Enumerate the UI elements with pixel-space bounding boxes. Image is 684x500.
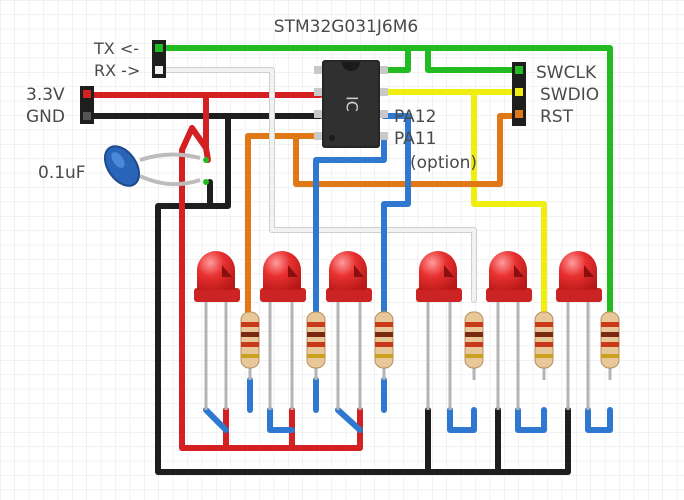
rx-label: RX -> [94,61,140,80]
ic-mark: IC [343,96,362,112]
white-wires [158,68,476,302]
chip-title: STM32G031J6M6 [274,17,418,37]
resistor-6 [600,311,620,369]
led-5 [486,251,532,302]
resistor-row [240,311,620,380]
swdio-wire [381,89,547,321]
ic-chip [314,60,388,148]
swdio-label: SWDIO [540,85,599,105]
resistor-5 [534,311,554,369]
led-row [194,251,602,410]
option-label: (option) [410,153,477,173]
pa11-label: PA11 [394,129,436,149]
capacitor-label: 0.1uF [38,163,86,183]
v33-label: 3.3V [26,85,65,105]
resistor-4 [464,311,484,369]
gnd-label: GND [26,107,65,127]
pa12-label: PA12 [394,107,436,127]
tx-label: TX <- [93,39,139,58]
resistor-2 [306,311,326,369]
led-1 [194,251,240,302]
resistor-3 [374,311,394,369]
rst-label: RST [540,107,574,127]
swd-header [512,62,526,126]
capacitor [103,145,201,187]
led-2 [260,251,306,302]
led-6 [556,251,602,302]
uart-header [152,40,166,78]
swclk-label: SWCLK [536,63,597,83]
cap-lead-markers [203,157,209,185]
resistor-1 [240,311,260,369]
power-header [80,86,94,124]
led-3 [326,251,372,302]
orange-wires [245,113,523,321]
led-4 [416,251,462,302]
blue-wires [203,113,613,433]
